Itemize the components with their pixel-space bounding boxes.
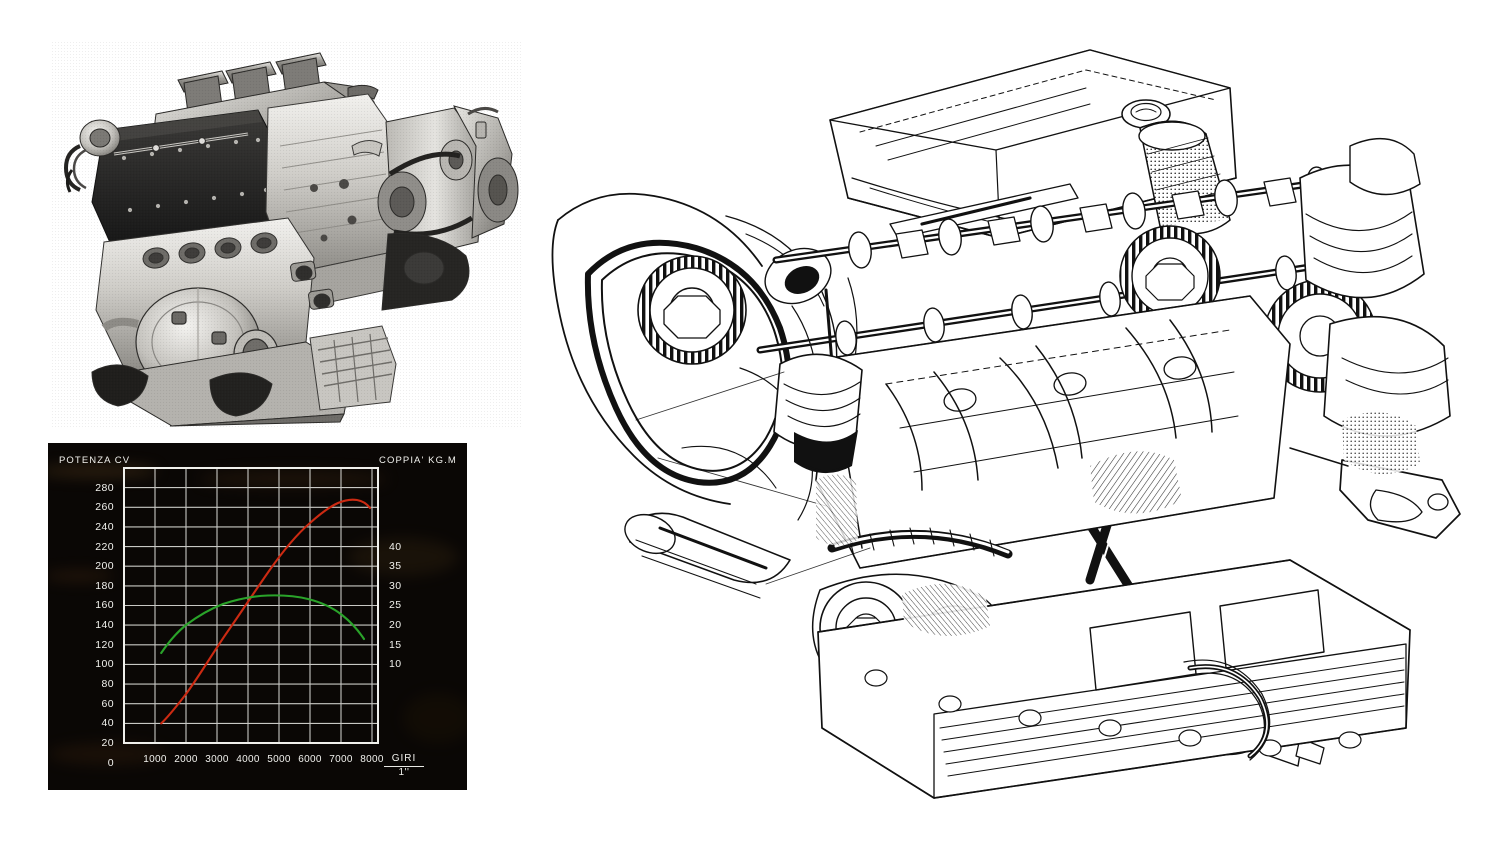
- mounting-bracket: [1289, 447, 1461, 539]
- xtick: 3000: [205, 754, 229, 765]
- piston-cutaway: [773, 353, 863, 549]
- torque-curve: [160, 594, 366, 655]
- cutaway-artwork: [530, 28, 1470, 818]
- ytick-right: 20: [389, 619, 402, 631]
- ytick-left: 220: [95, 540, 114, 553]
- ytick-left: 120: [95, 638, 114, 651]
- ytick-left: 160: [95, 599, 114, 612]
- mesh-cylinder: [1138, 120, 1231, 235]
- oil-filter: [624, 512, 791, 599]
- xtick: 6000: [298, 754, 322, 765]
- x-axis-unit-label: GIRI 1'': [378, 753, 430, 778]
- intake-plenum: [829, 49, 1237, 239]
- breather-pipes-inner: [1189, 665, 1268, 757]
- xtick: 2000: [174, 754, 198, 765]
- chart-frame: [123, 467, 379, 744]
- ytick-left: 80: [101, 678, 114, 690]
- ytick-left: 180: [95, 579, 114, 592]
- chart-grid: [124, 467, 378, 744]
- engine-cutaway-drawing: [530, 28, 1470, 818]
- right-piston-group: [1299, 137, 1451, 437]
- ytick-left: 200: [95, 560, 114, 573]
- valve-train-linkage: [885, 319, 1213, 491]
- breather-pipe-outline: [1183, 659, 1271, 761]
- ytick-right: 30: [389, 579, 402, 592]
- ytick-left: 140: [95, 619, 114, 631]
- ytick-left: 240: [95, 520, 114, 533]
- ytick-right: 10: [389, 658, 402, 671]
- ytick-right: 35: [389, 560, 402, 573]
- ytick-left: 260: [95, 501, 114, 514]
- engine-photo-artwork: [52, 42, 522, 427]
- camshaft-upper: [772, 166, 1370, 269]
- ytick-left: 0: [107, 756, 114, 769]
- ytick-right: 40: [389, 540, 402, 553]
- ytick-left: 280: [95, 481, 114, 494]
- performance-chart-panel: POTENZA CV COPPIA' KG.M: [48, 443, 467, 790]
- power-curve: [160, 498, 372, 725]
- chart-plot: [123, 467, 379, 744]
- right-axis-title: COPPIA' KG.M: [379, 455, 457, 466]
- ytick-left: 60: [101, 697, 114, 710]
- cutaway-hatching: [816, 412, 1420, 637]
- x-axis-unit-denominator: 1'': [398, 766, 410, 778]
- xtick: 8000: [360, 754, 384, 765]
- ytick-left: 20: [101, 736, 114, 749]
- xtick: 4000: [236, 754, 260, 765]
- x-axis-unit-numerator: GIRI: [391, 753, 417, 764]
- ytick-right: 25: [389, 599, 402, 612]
- xtick: 5000: [267, 754, 291, 765]
- xtick: 1000: [143, 754, 167, 765]
- ytick-right: 15: [389, 638, 402, 651]
- engine-photograph: [52, 42, 522, 427]
- fraction-bar: [384, 765, 424, 767]
- left-timing-belt: [551, 192, 838, 521]
- ytick-left: 40: [101, 717, 114, 730]
- ytick-left: 100: [95, 658, 114, 671]
- left-axis-title: POTENZA CV: [59, 455, 131, 466]
- xtick: 7000: [329, 754, 353, 765]
- construction-lines: [635, 371, 871, 585]
